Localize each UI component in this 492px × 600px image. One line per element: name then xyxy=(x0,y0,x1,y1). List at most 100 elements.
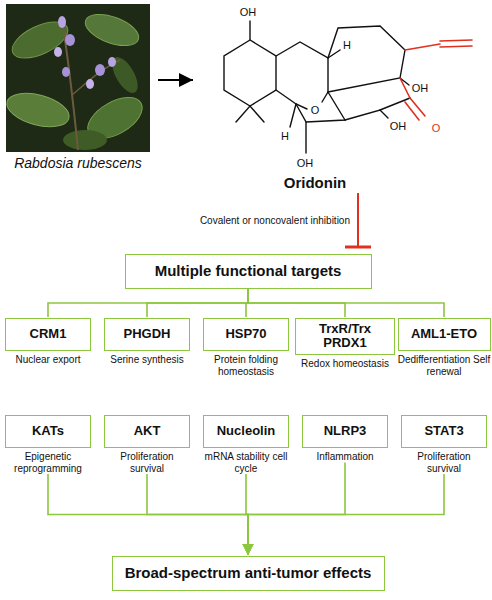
red-bond xyxy=(405,102,419,120)
target-name: HSP70 xyxy=(225,327,266,341)
species-caption: Rabdosia rubescens xyxy=(14,156,142,171)
flower xyxy=(108,57,116,67)
target-box-outline: PHGDH xyxy=(104,318,190,351)
function-caption: Epigenetic reprogramming xyxy=(5,451,91,474)
target-name: Nucleolin xyxy=(217,424,276,438)
atom-label: OH xyxy=(412,82,429,94)
target-box-outline: HSP70 xyxy=(203,318,289,351)
function-caption: mRNA stability cell cycle xyxy=(203,451,289,474)
flower xyxy=(95,64,105,76)
bracket-line xyxy=(147,289,248,317)
function-caption: Serine synthesis xyxy=(104,354,190,366)
source-arrow xyxy=(158,79,193,81)
bond xyxy=(322,92,328,102)
target-hub-box: Multiple functional targets xyxy=(125,254,372,289)
ring-bond xyxy=(328,26,405,92)
target-box-outline: TrxR/Trx PRDX1 xyxy=(295,318,395,355)
target-box: AML1-ETO Dedifferentiation Self renewal xyxy=(398,318,491,377)
bond xyxy=(236,106,264,122)
bond xyxy=(276,90,307,109)
target-name: CRM1 xyxy=(30,327,67,341)
flow-arrow xyxy=(48,474,248,555)
flower xyxy=(58,16,66,28)
photo-ground xyxy=(6,4,150,152)
compound-name: Oridonin xyxy=(284,175,347,192)
target-box-outline: CRM1 xyxy=(5,318,91,351)
red-bond xyxy=(405,44,440,50)
target-name: AML1-ETO xyxy=(411,327,477,341)
target-box-outline: NLRP3 xyxy=(302,415,388,448)
target-name: STAT3 xyxy=(424,424,463,438)
leaf xyxy=(107,53,143,97)
atom-label: H xyxy=(343,39,351,51)
target-box-outline: AKT xyxy=(104,415,190,448)
target-name: AKT xyxy=(134,424,161,438)
red-bond xyxy=(400,78,410,98)
function-caption: Dedifferentiation Self renewal xyxy=(398,354,491,377)
ring-bond xyxy=(224,40,276,106)
target-box: Nucleolin mRNA stability cell cycle xyxy=(203,415,289,474)
function-caption: Proliferation survival xyxy=(104,451,190,474)
flower xyxy=(54,47,62,57)
main-box-outline: Broad-spectrum anti-tumor effects xyxy=(112,556,385,591)
leaf xyxy=(7,15,73,66)
atom-label: OH xyxy=(390,120,407,132)
flow-arrow xyxy=(147,474,248,555)
function-caption: Proliferation survival xyxy=(401,451,487,474)
leaf xyxy=(3,87,73,133)
target-box: KATsEpigenetic reprogramming xyxy=(5,415,91,474)
function-caption: Redox homeostasis xyxy=(295,358,395,370)
function-caption: Inflammation xyxy=(302,451,388,463)
flower xyxy=(62,67,70,77)
target-box: CRM1Nuclear export xyxy=(5,318,91,366)
mechanism-note: Covalent or noncovalent inhibition xyxy=(200,215,350,226)
plant-photo xyxy=(3,4,150,152)
main-box-outline: Multiple functional targets xyxy=(125,254,372,289)
outcome-box: Broad-spectrum anti-tumor effects xyxy=(112,556,385,591)
bond xyxy=(380,98,410,110)
atom-label: H xyxy=(281,130,289,142)
atom-label: OH xyxy=(240,6,257,18)
target-box-outline: Nucleolin xyxy=(203,415,289,448)
atom-label: OH xyxy=(297,157,314,169)
box-title: Broad-spectrum anti-tumor effects xyxy=(125,565,372,582)
bond xyxy=(296,104,306,153)
leaf xyxy=(63,130,107,150)
red-bond xyxy=(410,98,425,116)
target-name: PHGDH xyxy=(124,327,171,341)
inhibition-bar xyxy=(345,246,371,249)
atom-label: O xyxy=(432,122,441,134)
target-box: AKT Proliferation survival xyxy=(104,415,190,474)
flow-arrow xyxy=(248,463,345,556)
red-bond xyxy=(440,40,472,41)
atom-label: O xyxy=(311,104,320,116)
target-box: NLRP3Inflammation xyxy=(302,415,388,463)
target-name: NLRP3 xyxy=(324,424,367,438)
red-bond xyxy=(440,46,472,47)
oridonin-structure xyxy=(224,21,410,153)
stem xyxy=(62,20,78,150)
target-box-outline: KATs xyxy=(5,415,91,448)
bond xyxy=(306,92,345,122)
target-box-outline: STAT3 xyxy=(401,415,487,448)
leaf xyxy=(81,8,143,52)
bond xyxy=(290,104,296,127)
flower xyxy=(65,34,75,46)
bracket-line xyxy=(248,289,444,317)
bond xyxy=(345,110,388,120)
bracket-line xyxy=(48,289,248,317)
target-box: STAT3Proliferation survival xyxy=(401,415,487,474)
target-box-outline: AML1-ETO xyxy=(398,318,491,351)
target-box: HSP70Protein folding homeostasis xyxy=(203,318,289,377)
target-name: KATs xyxy=(32,424,64,438)
target-box: TrxR/Trx PRDX1Redox homeostasis xyxy=(295,318,395,369)
flower xyxy=(86,79,94,89)
ring-bond xyxy=(276,42,328,92)
flow-arrow xyxy=(248,474,444,555)
reactive-groups xyxy=(400,40,472,120)
target-box: PHGDH Serine synthesis xyxy=(104,318,190,366)
function-caption: Protein folding homeostasis xyxy=(203,354,289,377)
function-caption: Nuclear export xyxy=(5,354,91,366)
box-title: Multiple functional targets xyxy=(155,263,342,280)
